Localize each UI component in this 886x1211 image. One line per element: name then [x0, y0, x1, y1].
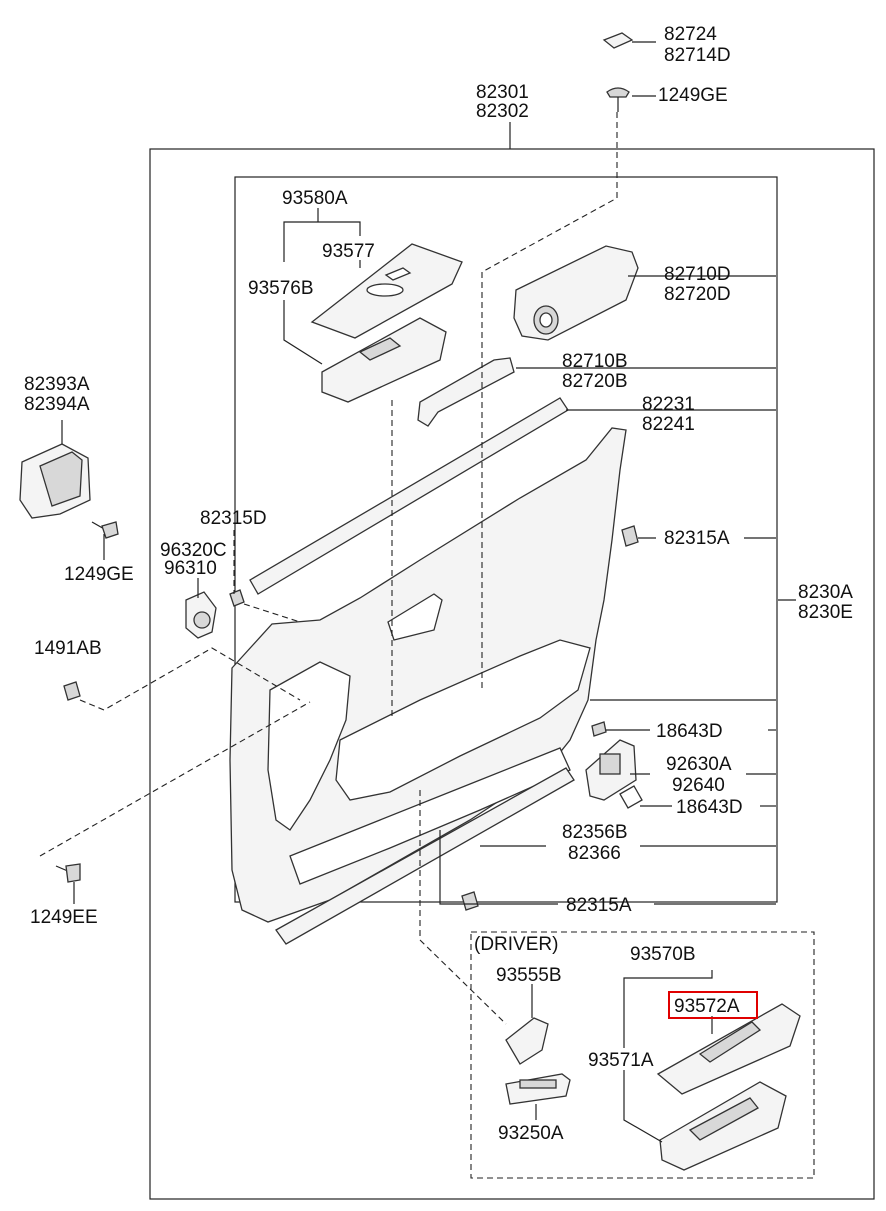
bulb-18643d-a: [591, 721, 607, 737]
clip-1491ab: [63, 681, 81, 701]
switch-assembly-buttons: [688, 1097, 759, 1141]
label-82301: 82301: [476, 82, 529, 103]
tweeter-cone: [193, 611, 211, 629]
screw-1249ge-left: [91, 521, 119, 539]
lower-strip-82356b: [275, 767, 575, 945]
label-82241: 82241: [642, 414, 695, 435]
label-8230a: 8230A: [798, 582, 853, 603]
label-93250a: 93250A: [498, 1123, 564, 1144]
grab-handle-82710b: [417, 357, 515, 427]
door-trim-panel-8230a: [229, 427, 627, 923]
bulb-18643d-b: [619, 785, 643, 809]
label-82231: 82231: [642, 394, 695, 415]
label-18643d-a: 18643D: [656, 721, 723, 742]
label-93580a: 93580A: [282, 188, 348, 209]
label-82366: 82366: [568, 843, 621, 864]
label-82315a-lower: 82315A: [566, 895, 632, 916]
cover-93555b: [505, 1017, 549, 1065]
clip-82315a-lower: [461, 891, 479, 911]
bezel-hole: [366, 283, 404, 297]
label-93572a: 93572A: [674, 996, 740, 1017]
leader-lines: [39, 41, 796, 1143]
label-8230e: 8230E: [798, 602, 853, 623]
screw-1249ge-top: [606, 87, 630, 112]
inner-frame: [234, 176, 778, 903]
bezel-slot: [384, 267, 412, 281]
switch-93250a: [505, 1073, 571, 1105]
door-trim-pull-cup: [387, 593, 443, 641]
label-96310: 96310: [164, 558, 217, 579]
label-93576b: 93576B: [248, 278, 314, 299]
label-82724: 82724: [664, 24, 717, 45]
switch-knob: [358, 337, 402, 361]
label-driver: (DRIVER): [474, 934, 558, 955]
power-window-switch-93576b: [321, 317, 447, 403]
door-trim-armrest: [335, 639, 591, 801]
door-trim-map-pocket: [289, 747, 571, 885]
label-82315a-upper: 82315A: [664, 528, 730, 549]
part-labels: 82724 82714D 82301 82302 1249GE 93580A 9…: [24, 24, 853, 1144]
outer-frame: [149, 148, 875, 1200]
switch-93250a-button: [519, 1079, 557, 1089]
highlight-box-93572a: [668, 991, 758, 1019]
label-1249ee: 1249EE: [30, 907, 98, 928]
label-93577: 93577: [322, 241, 375, 262]
label-93555b: 93555B: [496, 965, 562, 986]
lamp-lens: [599, 753, 621, 775]
label-82710b: 82710B: [562, 351, 628, 372]
label-82714d: 82714D: [664, 45, 731, 66]
door-trim-inner-pocket: [267, 661, 351, 831]
handle-cup-82710d: [513, 245, 639, 341]
label-82302: 82302: [476, 101, 529, 122]
label-92630a: 92630A: [666, 754, 732, 775]
label-1249ge-left: 1249GE: [64, 564, 134, 585]
label-82710d: 82710D: [664, 264, 731, 285]
label-82356b: 82356B: [562, 822, 628, 843]
label-1249ge-top: 1249GE: [658, 85, 728, 106]
label-1491ab: 1491AB: [34, 638, 102, 659]
handle-cup-knob-center: [539, 312, 553, 328]
label-18643d-b: 18643D: [676, 797, 743, 818]
label-92640: 92640: [672, 775, 725, 796]
bracket-inner: [39, 451, 83, 507]
label-93571a: 93571A: [588, 1050, 654, 1071]
label-82394a: 82394A: [24, 394, 90, 415]
label-96320c: 96320C: [160, 540, 227, 561]
pad-82724: [602, 32, 634, 49]
driver-inset-frame: [470, 931, 815, 1179]
label-82720b: 82720B: [562, 371, 628, 392]
screw-1249ee: [55, 863, 81, 883]
bezel-93572a-switches: [698, 1021, 762, 1063]
clip-82315a-upper: [621, 525, 639, 547]
label-93570b: 93570B: [630, 944, 696, 965]
clip-82315d: [229, 589, 245, 607]
label-82720d: 82720D: [664, 284, 731, 305]
label-82315d: 82315D: [200, 508, 267, 529]
label-82393a: 82393A: [24, 374, 90, 395]
